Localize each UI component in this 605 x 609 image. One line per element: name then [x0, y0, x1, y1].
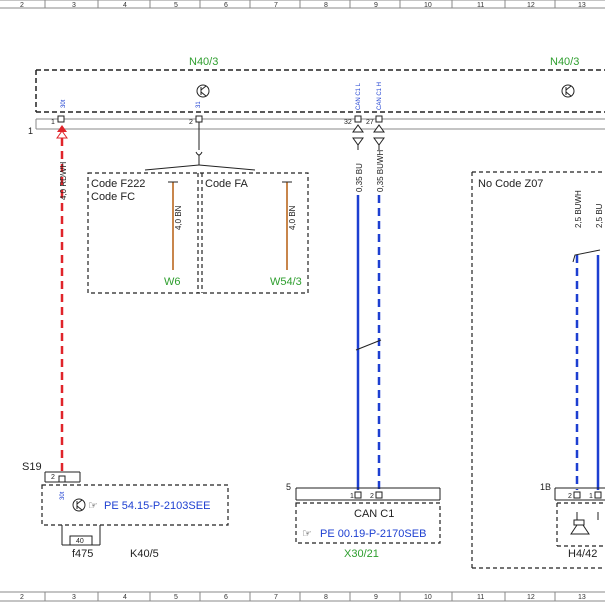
brown-wire-w6	[168, 181, 178, 270]
signal-31: 31	[196, 101, 202, 108]
ruler-num-7: 7	[274, 2, 278, 9]
ruler-num-13-bottom: 13	[578, 594, 586, 601]
ruler-num-4: 4	[123, 2, 127, 9]
signal-can-c1-l: CAN C1 L	[356, 82, 362, 110]
twist-mark	[355, 339, 382, 351]
pin-2: 2	[189, 119, 193, 126]
ruler-num-12-bottom: 12	[527, 594, 535, 601]
pin-27: 27	[366, 119, 374, 126]
bus-bar	[35, 118, 605, 130]
h4-label: H4/42	[568, 548, 597, 560]
ruler-num-13: 13	[578, 2, 586, 9]
wire-label-buwh: 0,35 BUWH	[376, 150, 385, 192]
ruler-num-10-bottom: 10	[424, 594, 432, 601]
can-c1-label: CAN C1	[354, 508, 394, 520]
ruler-num-9: 9	[374, 2, 378, 9]
ruler-num-3: 3	[72, 2, 76, 9]
h4-pin-1: 1	[589, 493, 593, 500]
n40-left-label: N40/3	[189, 56, 218, 68]
n40-right-label: N40/3	[550, 56, 579, 68]
ruler-num-5: 5	[174, 2, 178, 9]
bottom-ruler: 2 3 4 5 6 7 8 9 10 11 12 13	[0, 591, 605, 602]
wire-label-rdwh: 4,0 RDWH	[59, 162, 68, 200]
ruler-num-6-bottom: 6	[224, 594, 228, 601]
signal-can-c1-h: CAN C1 H	[377, 82, 383, 110]
pin-32: 32	[344, 119, 352, 126]
ruler-num-10: 10	[424, 2, 432, 9]
twist-mark-right	[572, 249, 601, 263]
ruler-num-5-bottom: 5	[174, 594, 178, 601]
ruler-num-3-bottom: 3	[72, 594, 76, 601]
hand-pointer-icon: ☞	[88, 500, 98, 512]
pin-1: 1	[51, 119, 55, 126]
h4-pin-1b: 1B	[540, 482, 551, 492]
code-box-z07	[471, 171, 605, 569]
signal-30t-k40: 30t	[60, 491, 66, 500]
n40-unit-box	[35, 69, 605, 113]
speaker-icon	[570, 512, 599, 535]
ruler-num-11: 11	[477, 2, 484, 9]
w6-label: W6	[164, 276, 181, 288]
wire-label-bu25: 2,5 BU	[595, 203, 604, 228]
x30-connector	[295, 487, 441, 501]
k40-box	[41, 484, 229, 526]
signal-30t: 30t	[61, 99, 67, 108]
code-f222-label: Code F222	[91, 178, 145, 190]
h4-box	[556, 502, 605, 547]
f475-label: f475	[72, 548, 93, 560]
wire-label-buwh25: 2,5 BUWH	[574, 190, 583, 228]
brown-wire-w54	[282, 181, 292, 270]
bus-connectors	[57, 115, 383, 123]
hand-pointer-icon: ☞	[302, 528, 312, 540]
transistor-icon	[72, 498, 86, 512]
can-wire-high	[373, 124, 385, 490]
x30-label: X30/21	[344, 548, 379, 560]
ruler-num-8: 8	[324, 2, 328, 9]
ruler-num-2: 2	[20, 2, 24, 9]
code-fc-label: Code FC	[91, 191, 135, 203]
w54-label: W54/3	[270, 276, 302, 288]
ruler-num-11-bottom: 11	[477, 594, 484, 601]
s19-label: S19	[22, 461, 42, 473]
k40-label: K40/5	[130, 548, 159, 560]
fuse-f475	[61, 525, 101, 546]
x30-box	[295, 502, 441, 544]
pe00-reference-link[interactable]: PE 00.19-P-2170SEB	[320, 528, 426, 540]
top-ruler: 2 3 4 5 6 7 8 9 10 11 12 13	[0, 0, 605, 9]
code-z07-label: No Code Z07	[478, 178, 543, 190]
transistor-icon	[196, 84, 210, 98]
ruler-num-2-bottom: 2	[20, 594, 24, 601]
wire-label-bu: 0,35 BU	[355, 163, 364, 192]
ruler-num-6: 6	[224, 2, 228, 9]
ruler-num-9-bottom: 9	[374, 594, 378, 601]
ruler-num-4-bottom: 4	[123, 594, 127, 601]
pe54-reference-link[interactable]: PE 54.15-P-2103SEE	[104, 500, 210, 512]
x30-pin-1: 1	[350, 493, 354, 500]
wire-label-bn-left: 4,0 BN	[174, 205, 183, 230]
code-box-left	[87, 172, 309, 294]
ground-branch	[144, 122, 256, 171]
ruler-num-12: 12	[527, 2, 535, 9]
x30-pin-2: 2	[370, 493, 374, 500]
code-fa-label: Code FA	[205, 178, 248, 190]
fuse-value: 40	[76, 538, 84, 545]
bus-pin-1: 1	[28, 126, 33, 136]
can-wire-low	[352, 124, 364, 490]
ruler-num-7-bottom: 7	[274, 594, 278, 601]
k-pin-2: 2	[51, 474, 55, 481]
red-wire	[56, 125, 68, 475]
transistor-icon	[561, 84, 575, 98]
h4-connector	[554, 487, 605, 501]
h4-pin-2: 2	[568, 493, 572, 500]
x30-pin-5: 5	[286, 482, 291, 492]
ruler-num-8-bottom: 8	[324, 594, 328, 601]
wire-label-bn-right: 4,0 BN	[288, 205, 297, 230]
